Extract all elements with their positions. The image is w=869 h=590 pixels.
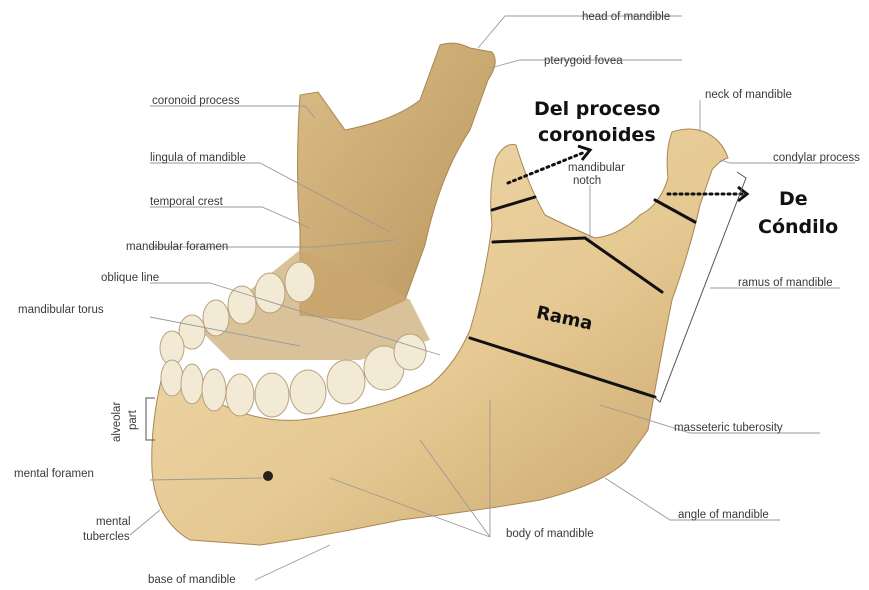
label-condylar-process: condylar process (773, 152, 860, 164)
label-mandibular-notch-line1: mandibular (568, 162, 625, 174)
annotation-coronoides: coronoides (538, 124, 656, 146)
label-angle-of-mandible: angle of mandible (678, 509, 769, 521)
label-ramus-of-mandible: ramus of mandible (738, 277, 833, 289)
label-temporal-crest: temporal crest (150, 196, 224, 208)
label-oblique-line: oblique line (101, 272, 159, 284)
label-mandibular-torus: mandibular torus (18, 304, 104, 316)
label-body-of-mandible: body of mandible (506, 528, 594, 540)
label-pterygoid-fovea: pterygoid fovea (544, 55, 623, 67)
annotation-del-proceso: Del proceso (534, 98, 660, 120)
annotation-de: De (779, 188, 808, 210)
mental-foramen-hole (263, 471, 273, 481)
label-alveolar-part-1: alveolar (111, 402, 123, 442)
label-mental-tubercles-2: tubercles (83, 531, 130, 543)
label-coronoid-process: coronoid process (152, 95, 240, 107)
label-masseteric-tuberosity: masseteric tuberosity (674, 422, 783, 434)
label-alveolar-part-2: part (127, 409, 139, 430)
label-mandibular-foramen: mandibular foramen (126, 241, 228, 253)
label-head-of-mandible: head of mandible (582, 11, 670, 23)
label-lingula: lingula of mandible (150, 152, 246, 164)
label-mental-tubercles-1: mental (96, 516, 131, 528)
label-base-of-mandible: base of mandible (148, 574, 236, 586)
annotation-condilo: Cóndilo (758, 216, 838, 238)
label-mental-foramen: mental foramen (14, 468, 94, 480)
label-neck-of-mandible: neck of mandible (705, 89, 792, 101)
label-mandibular-notch-line2: notch (573, 175, 601, 187)
